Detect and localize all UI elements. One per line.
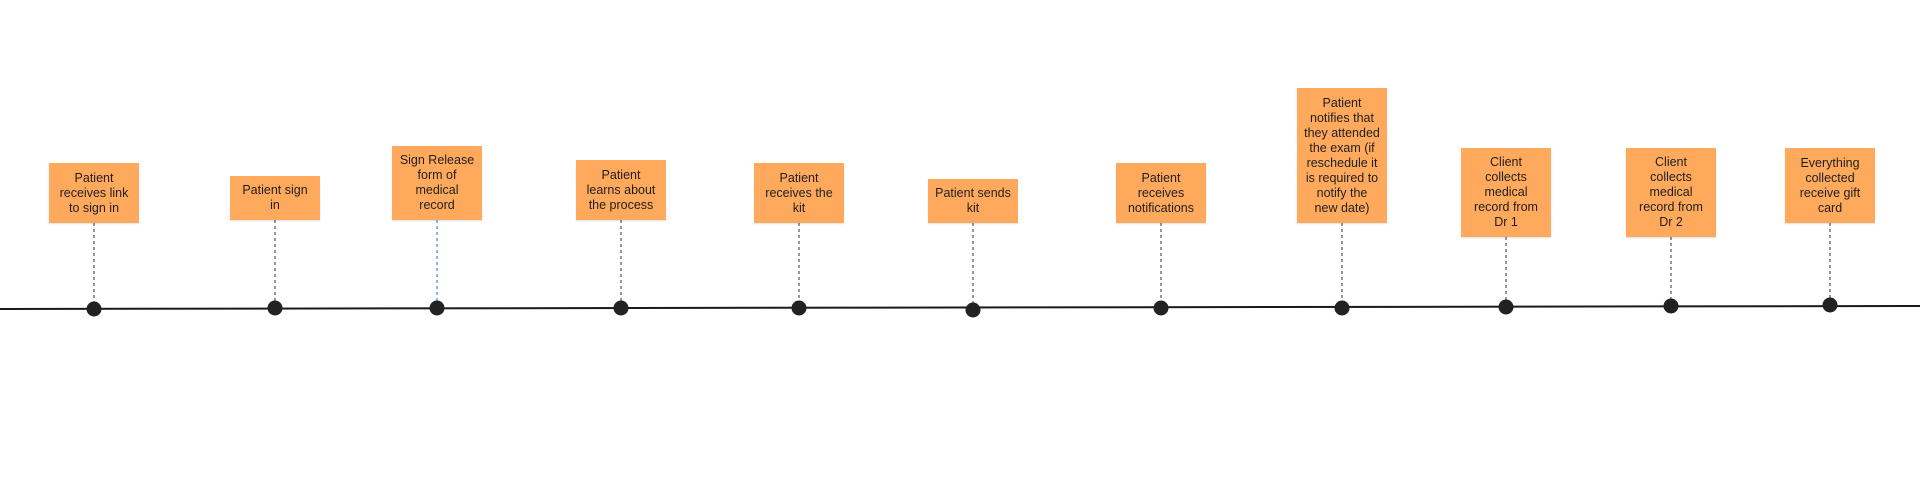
milestone-dot-9 xyxy=(1498,299,1514,315)
sticky-note-5[interactable]: Patient receives the kit xyxy=(754,163,844,223)
sticky-note-8[interactable]: Patient notifies that they attended the … xyxy=(1297,88,1387,223)
sticky-note-label: Sign Release form of medical record xyxy=(399,153,475,212)
sticky-note-1[interactable]: Patient receives link to sign in xyxy=(49,163,139,223)
sticky-note-label: Patient sends kit xyxy=(935,186,1011,215)
sticky-note-9[interactable]: Client collects medical record from Dr 1 xyxy=(1461,148,1551,237)
sticky-note-6[interactable]: Patient sends kit xyxy=(928,179,1018,223)
sticky-note-label: Patient receives link to sign in xyxy=(59,170,129,215)
milestone-dot-7 xyxy=(1153,300,1169,316)
timeline-axis xyxy=(0,305,1920,310)
sticky-note-label: Patient learns about the process xyxy=(586,167,656,212)
milestone-dot-11 xyxy=(1822,297,1838,313)
milestone-dot-4 xyxy=(613,300,629,316)
sticky-note-2[interactable]: Patient sign in xyxy=(230,176,320,220)
sticky-note-11[interactable]: Everything collected receive gift card xyxy=(1785,148,1875,223)
sticky-note-label: Patient sign in xyxy=(242,183,308,212)
milestone-dot-3 xyxy=(429,300,445,316)
sticky-note-3[interactable]: Sign Release form of medical record xyxy=(392,146,482,220)
milestone-dot-2 xyxy=(267,300,283,316)
milestone-dot-10 xyxy=(1663,298,1679,314)
milestone-dots xyxy=(86,297,1838,318)
sticky-note-label: Patient receives the kit xyxy=(765,170,833,215)
milestone-dot-1 xyxy=(86,301,102,317)
milestone-dot-8 xyxy=(1334,300,1350,316)
sticky-note-7[interactable]: Patient receives notifications xyxy=(1116,163,1206,223)
milestone-dot-5 xyxy=(791,300,807,316)
milestone-dot-6 xyxy=(965,302,981,318)
connectors xyxy=(93,220,1831,310)
sticky-note-label: Patient receives notifications xyxy=(1127,170,1194,215)
sticky-note-10[interactable]: Client collects medical record from Dr 2 xyxy=(1626,148,1716,237)
sticky-note-label: Everything collected receive gift card xyxy=(1799,155,1861,215)
sticky-note-label: Patient notifies that they attended the … xyxy=(1304,95,1380,215)
sticky-note-label: Client collects medical record from Dr 1 xyxy=(1474,155,1538,229)
sticky-note-4[interactable]: Patient learns about the process xyxy=(576,160,666,220)
sticky-note-label: Client collects medical record from Dr 2 xyxy=(1639,155,1703,229)
